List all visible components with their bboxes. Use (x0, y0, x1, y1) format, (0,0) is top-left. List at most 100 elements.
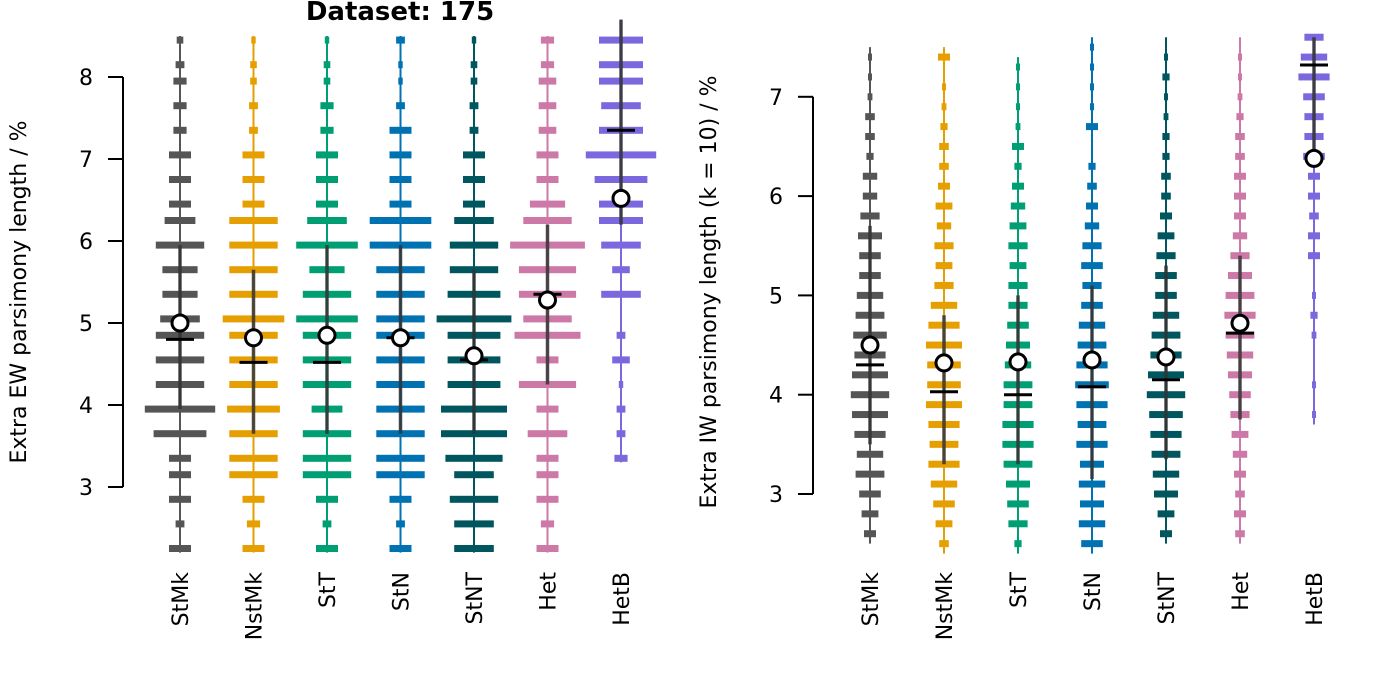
density-bar (169, 176, 191, 183)
x-tick-label: HetB (1303, 572, 1328, 626)
density-bar (935, 202, 953, 210)
density-bar (316, 545, 338, 552)
density-bar (859, 490, 881, 498)
y-axis-title: Extra EW parsimony length / % (7, 120, 32, 463)
density-bar (1160, 530, 1172, 538)
density-bar (1163, 113, 1169, 121)
x-tick-label: NstMk (243, 572, 268, 641)
density-bar (376, 471, 425, 479)
mean-point (1156, 347, 1176, 367)
density-bar (614, 454, 628, 462)
density-bar (1234, 172, 1246, 180)
density-bar (601, 241, 641, 249)
density-bar (618, 381, 624, 388)
density-bar (173, 126, 187, 134)
density-bar (930, 480, 958, 488)
density-bar (176, 36, 184, 44)
density-bar (536, 495, 559, 503)
density-bar (616, 430, 626, 438)
density-bar (934, 281, 954, 289)
y-tick-label: 5 (769, 284, 783, 309)
density-bar (935, 262, 953, 270)
mean-point (1230, 313, 1250, 333)
violin-hetb: HetB (1298, 33, 1330, 626)
violin-stmk: StMk (144, 36, 216, 626)
density-bar (242, 545, 265, 552)
density-bar (173, 77, 187, 85)
density-bar (1235, 530, 1245, 538)
density-bar (242, 151, 265, 159)
density-bar (1078, 480, 1106, 488)
density-bar (934, 242, 954, 250)
density-bar (861, 510, 879, 518)
violin-hetb: HetB (585, 19, 657, 626)
mean-point (244, 328, 263, 348)
y-tick-label: 3 (79, 476, 93, 501)
x-tick-label: StT (1007, 571, 1032, 608)
density-bar (1308, 172, 1320, 180)
density-bar (1309, 212, 1319, 220)
density-bar (538, 126, 557, 134)
density-bar (1236, 113, 1244, 121)
density-bar (1232, 232, 1248, 240)
density-bar (320, 126, 334, 134)
mean-point (538, 290, 557, 310)
density-bar (1009, 262, 1027, 270)
density-bar (1237, 93, 1243, 101)
density-bar (1087, 182, 1097, 190)
density-bar (316, 176, 338, 183)
density-bar (389, 495, 412, 503)
density-bar (396, 102, 405, 110)
density-bar (169, 495, 191, 503)
density-bar (536, 176, 559, 183)
density-bar (1308, 252, 1320, 260)
density-bar (396, 36, 405, 44)
density-bar (1234, 470, 1246, 478)
density-bar (389, 200, 412, 208)
density-bar (1234, 510, 1246, 518)
violin-stmk: StMk (850, 47, 890, 626)
mean-point (317, 325, 337, 345)
density-bar (175, 61, 185, 69)
violin-stt: StT (296, 36, 358, 608)
density-bar (538, 102, 557, 110)
density-bar (250, 61, 257, 69)
density-bar (612, 356, 630, 364)
density-bar (1090, 83, 1094, 91)
density-bar (1014, 540, 1022, 548)
violin-nstmk: NstMk (222, 36, 285, 641)
density-bar (864, 530, 876, 538)
density-bar (940, 123, 948, 131)
density-bar (1235, 490, 1245, 498)
density-bar (153, 430, 207, 438)
violin-stn: StN (369, 36, 432, 611)
density-bar (169, 151, 191, 159)
density-bar (249, 126, 258, 134)
density-bar (536, 471, 559, 479)
density-bar (865, 133, 875, 141)
density-bar (1312, 381, 1316, 389)
density-bar (1312, 411, 1316, 419)
density-bar (470, 61, 478, 69)
x-tick-label: Het (537, 572, 562, 611)
density-bar (1016, 103, 1020, 111)
density-bar (320, 102, 334, 110)
density-bar (616, 331, 626, 339)
density-bar (538, 77, 557, 85)
density-bar (249, 102, 258, 110)
density-bar (862, 172, 878, 180)
density-bar (454, 217, 494, 224)
density-bar (865, 113, 875, 121)
density-bar (527, 430, 568, 438)
density-bar (856, 450, 884, 458)
density-bar (463, 200, 485, 208)
violin-het: Het (1224, 37, 1256, 611)
density-bar (469, 102, 479, 110)
density-bar (470, 77, 478, 85)
density-bar (867, 93, 873, 101)
density-bar (398, 77, 403, 85)
density-bar (862, 192, 878, 200)
density-bar (307, 217, 347, 224)
